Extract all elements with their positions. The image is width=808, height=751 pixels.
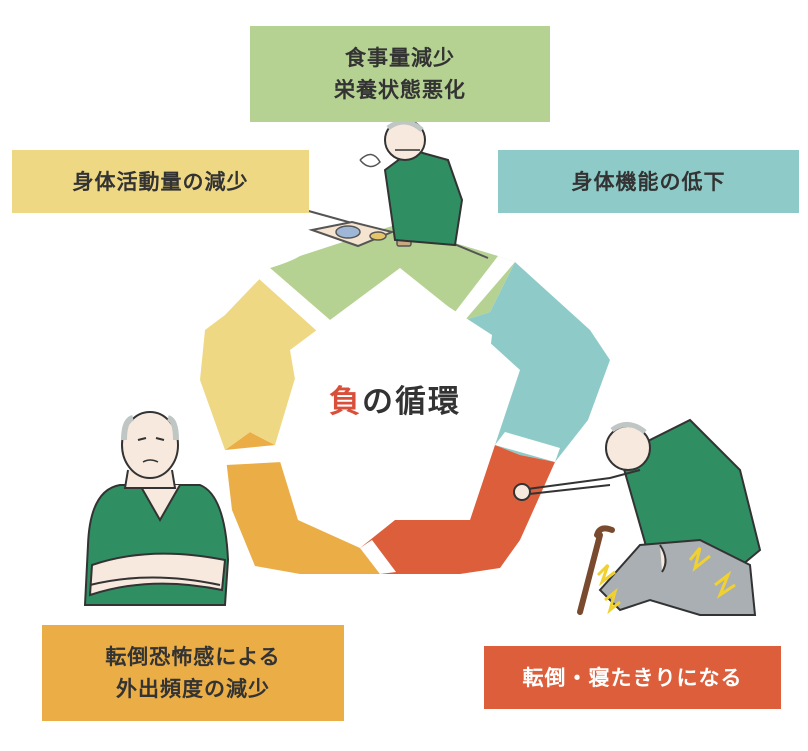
- ring-segment-fear-of-falling: [225, 432, 380, 574]
- stage-label-line: 身体活動量の減少: [72, 169, 249, 194]
- ring-inner-pentagon: [290, 272, 492, 515]
- elderly-man-eating-illustration: [304, 119, 489, 259]
- elderly-man-falling-illustration: [513, 418, 762, 616]
- stage-label-physical-function: 身体機能の低下: [498, 150, 799, 213]
- stage-label-line: 転倒恐怖感による: [105, 645, 281, 669]
- stage-label-line: 身体機能の低下: [571, 169, 726, 194]
- stage-label-fall-bedridden: 転倒・寝たきりになる: [484, 646, 781, 709]
- stage-label-activity-decrease: 身体活動量の減少: [12, 150, 309, 213]
- stage-label-line: 食事量減少: [345, 46, 455, 70]
- elderly-man-worried-illustration: [83, 411, 230, 606]
- ring-segment-nutrition: [270, 225, 515, 320]
- stage-label-line: 外出頻度の減少: [116, 677, 270, 701]
- stage-label-line: 栄養状態悪化: [334, 78, 466, 102]
- ring-segment-fall-bedridden: [360, 445, 555, 574]
- cycle-ring: [200, 225, 610, 574]
- stage-label-fear-of-falling: 転倒恐怖感による 外出頻度の減少: [42, 625, 344, 721]
- ring-segment-physical-function: [465, 262, 610, 462]
- center-title-accent: 負: [329, 384, 362, 420]
- stage-label-line: 転倒・寝たきりになる: [522, 665, 743, 690]
- center-title-rest: の循環: [362, 384, 461, 420]
- center-title: 負の循環: [290, 376, 500, 421]
- stage-label-nutrition: 食事量減少 栄養状態悪化: [250, 26, 550, 122]
